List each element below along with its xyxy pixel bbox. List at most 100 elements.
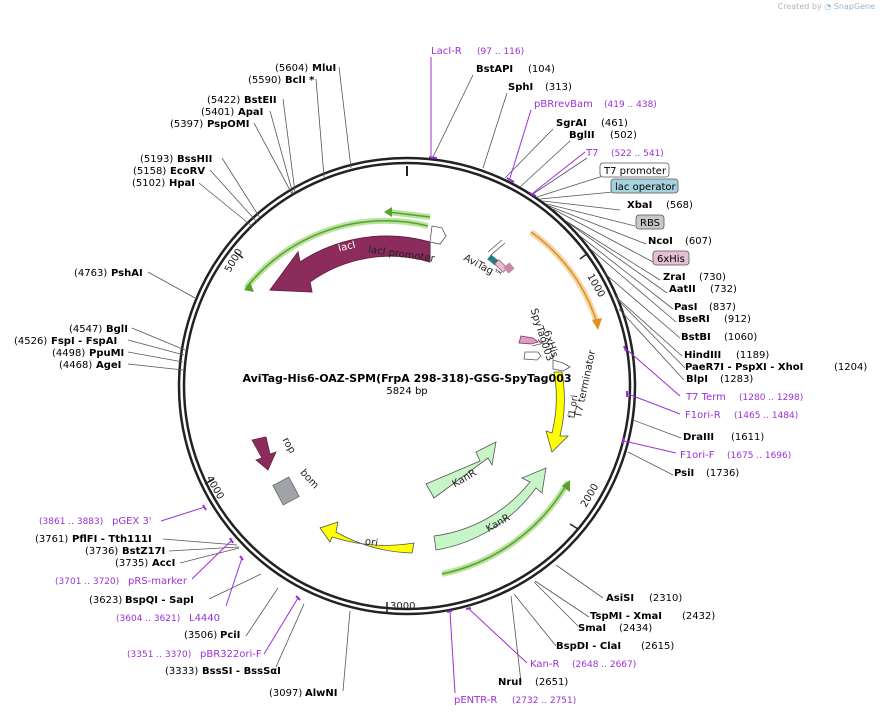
- t7-promoter-label[interactable]: T7 promoter: [603, 166, 667, 177]
- enzyme-position: (3333): [165, 666, 198, 677]
- enzyme-name[interactable]: BstBI: [681, 332, 711, 343]
- enzyme-name[interactable]: BglII: [569, 130, 595, 141]
- primer-range: (3604 .. 3621): [116, 614, 180, 624]
- svg-text:3000: 3000: [390, 601, 415, 612]
- primer-range: (1465 .. 1484): [734, 411, 798, 421]
- primer-range: (3351 .. 3370): [127, 650, 191, 660]
- t7-terminator-feature: [552, 359, 571, 372]
- enzyme-name[interactable]: PshAI: [111, 268, 143, 279]
- enzyme-name[interactable]: DraIII: [683, 432, 714, 443]
- enzyme-name[interactable]: PciI: [220, 630, 240, 641]
- primer-name[interactable]: pGEX 3': [112, 516, 152, 527]
- rbs-label[interactable]: RBS: [640, 218, 660, 229]
- lacI-orf-arrowhead: [244, 282, 254, 292]
- enzyme-name[interactable]: NruI: [498, 677, 522, 688]
- primer-name[interactable]: pRS-marker: [128, 576, 188, 587]
- primer-name[interactable]: F1ori-F: [680, 450, 715, 461]
- sixhis-box-label[interactable]: 6xHis: [657, 254, 685, 265]
- enzyme-name[interactable]: PflFI - Tth111I: [72, 534, 152, 545]
- enzyme-name[interactable]: BseRI: [678, 314, 710, 325]
- enzyme-position: (1283): [720, 374, 753, 385]
- enzyme-name[interactable]: BlpI: [686, 374, 708, 385]
- tick-3000: 3000: [386, 601, 415, 612]
- enzyme-name[interactable]: BssSI - BssSαI: [202, 666, 281, 677]
- enzyme-name[interactable]: BspQI - SapI: [125, 595, 194, 606]
- enzyme-position: (4526): [14, 336, 47, 347]
- enzyme-name[interactable]: BstEII: [244, 95, 277, 106]
- enzyme-name[interactable]: BstZ17I: [122, 546, 165, 557]
- spytag-connector: [531, 342, 545, 347]
- primer-name[interactable]: pENTR-R: [454, 695, 497, 706]
- enzyme-position: (4498): [52, 348, 85, 359]
- enzyme-name[interactable]: TspMI - XmaI: [590, 611, 662, 622]
- primer-name[interactable]: L4440: [189, 613, 220, 624]
- primer-name[interactable]: LacI-R: [431, 46, 462, 57]
- orange-orf-arrowhead: [592, 318, 602, 330]
- enzyme-position: (3761): [35, 534, 68, 545]
- enzyme-name[interactable]: AlwNI: [305, 688, 338, 699]
- f1-ori-label: f1 ori: [567, 394, 580, 419]
- enzyme-name[interactable]: AgeI: [96, 360, 121, 371]
- enzyme-name[interactable]: AccI: [152, 558, 175, 569]
- plasmid-title: AviTag-His6-OAZ-SPM(FrpA 298-318)-GSG-Sp…: [242, 372, 571, 385]
- spytag-feature: [518, 335, 539, 345]
- enzyme-name[interactable]: SphI: [508, 82, 533, 93]
- enzyme-name[interactable]: PasI: [674, 302, 697, 313]
- enzyme-position: (4763): [74, 268, 107, 279]
- enzyme-position: (1060): [724, 332, 757, 343]
- primer-range: (2648 .. 2667): [572, 660, 636, 670]
- lacI-promoter-arrow: [429, 225, 447, 245]
- enzyme-name[interactable]: PpuMI: [89, 348, 124, 359]
- enzyme-name[interactable]: ZraI: [663, 272, 686, 283]
- orange-orf-line: [530, 231, 598, 324]
- enzyme-name[interactable]: HpaI: [169, 178, 195, 189]
- kanr-orf-line: [441, 481, 569, 575]
- enzyme-name[interactable]: BglI: [106, 324, 128, 335]
- ori-label: ori: [364, 536, 379, 549]
- primer-range: (97 .. 116): [477, 47, 524, 57]
- enzyme-position: (2615): [641, 641, 674, 652]
- rop-feature: [251, 436, 277, 471]
- enzyme-name[interactable]: HindIII: [684, 350, 721, 361]
- lacI-orf-line: [245, 220, 429, 289]
- enzyme-name[interactable]: AatII: [669, 284, 696, 295]
- primer-labels: LacI-R (97 .. 116) pBRrevBam (419 .. 438…: [39, 46, 803, 706]
- bom-feature: [272, 476, 300, 506]
- enzyme-name[interactable]: XbaI: [627, 200, 652, 211]
- enzyme-name[interactable]: EcoRV: [170, 166, 205, 177]
- leader-lines: [127, 66, 686, 692]
- enzyme-position: (2432): [682, 611, 715, 622]
- enzyme-name[interactable]: BstAPI: [476, 64, 513, 75]
- enzyme-name[interactable]: BspDI - ClaI: [556, 641, 621, 652]
- primer-range: (2732 .. 2751): [512, 696, 576, 706]
- enzyme-name[interactable]: ApaI: [238, 107, 263, 118]
- enzyme-position: (5193): [140, 154, 173, 165]
- enzyme-position: (837): [709, 302, 736, 313]
- primer-name[interactable]: pBR322ori-F: [200, 649, 262, 660]
- primer-name[interactable]: T7: [585, 148, 598, 159]
- primer-name[interactable]: F1ori-R: [685, 410, 721, 421]
- enzyme-name[interactable]: AsiSI: [606, 593, 634, 604]
- enzyme-name[interactable]: PaeR7I - PspXI - XhoI: [685, 362, 803, 373]
- primer-range: (419 .. 438): [604, 100, 657, 110]
- primer-name[interactable]: T7 Term: [685, 392, 726, 403]
- primer-name[interactable]: Kan-R: [530, 659, 559, 670]
- enzyme-name[interactable]: NcoI: [648, 236, 673, 247]
- lac-operator-label[interactable]: lac operator: [615, 182, 676, 193]
- enzyme-position: (461): [601, 118, 628, 129]
- t7-promoter-box: [599, 162, 670, 178]
- enzyme-name[interactable]: FspI - FspAI: [51, 336, 117, 347]
- enzyme-position: (3097): [269, 688, 302, 699]
- enzyme-position: (5158): [133, 166, 166, 177]
- enzyme-name[interactable]: SmaI: [578, 623, 606, 634]
- enzyme-name[interactable]: MluI: [312, 63, 336, 74]
- primer-name[interactable]: pBRrevBam: [534, 99, 593, 110]
- enzyme-name[interactable]: PsiI: [674, 468, 694, 479]
- enzyme-name[interactable]: BclI *: [285, 75, 315, 86]
- primer-leaders: [160, 57, 681, 694]
- enzyme-name[interactable]: PspOMI: [207, 119, 249, 130]
- enzyme-position: (3735): [115, 558, 148, 569]
- enzyme-name[interactable]: SgrAI: [556, 118, 587, 129]
- enzyme-name[interactable]: BssHII: [177, 154, 212, 165]
- enzyme-position: (730): [699, 272, 726, 283]
